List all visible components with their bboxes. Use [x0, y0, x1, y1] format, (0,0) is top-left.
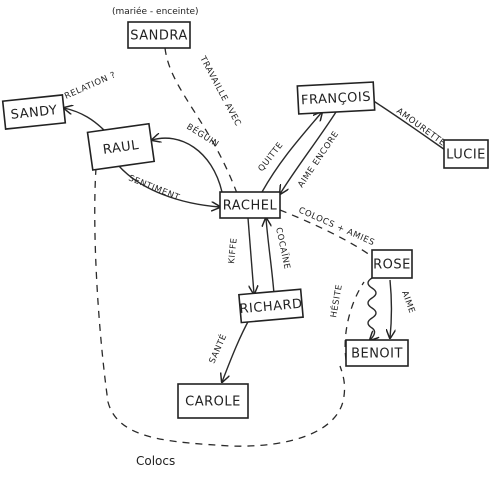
node-francois[interactable]: FRANÇOIS — [296, 81, 376, 115]
edge-rose-benoit-hesite — [367, 277, 376, 340]
edge-rachel-richard — [247, 217, 254, 294]
node-benoit[interactable]: BENOIT — [345, 339, 409, 367]
node-lucie[interactable]: LUCIE — [443, 139, 489, 169]
colocs-group-label: Colocs — [136, 454, 175, 468]
edge-francois-rachel — [280, 111, 337, 194]
node-benoit-label: BENOIT — [351, 347, 403, 362]
node-francois-label: FRANÇOIS — [301, 90, 372, 109]
node-sandy-label: SANDY — [10, 103, 58, 123]
edge-label-cocaine: COCAÏNE — [273, 226, 293, 270]
edge-label-colocs-amies: COLOCS + AMIES — [297, 206, 376, 249]
edge-label-hesite: HÉSITE — [327, 283, 345, 318]
edge-rachel-raul — [152, 138, 223, 193]
edge-rachel-francois — [261, 112, 322, 193]
node-carole[interactable]: CAROLE — [177, 383, 249, 419]
edge-label-quitte: QUITTE — [256, 140, 285, 173]
edge-richard-carole — [222, 317, 251, 382]
edge-raul-sandy — [64, 108, 107, 133]
edge-label-amourette: AMOURETTE — [394, 106, 447, 148]
node-carole-label: CAROLE — [185, 395, 241, 410]
node-richard-label: RICHARD — [239, 297, 303, 317]
node-sandra[interactable]: SANDRA — [127, 21, 191, 49]
edge-label-relation: RELATION ? — [63, 70, 118, 102]
node-raul-label: RAUL — [102, 138, 140, 158]
edge-label-sante: SANTÉ — [206, 332, 230, 365]
colocs-group-link-rose — [344, 281, 365, 361]
node-sandy[interactable]: SANDY — [1, 94, 67, 130]
colocs-group-loop — [94, 167, 346, 447]
node-lucie-label: LUCIE — [446, 148, 486, 163]
edge-sandra-rachel — [164, 47, 239, 197]
edge-rachel-rose — [279, 209, 375, 259]
edge-label-travaille-avec: TRAVAILLE AVEC — [197, 54, 243, 128]
node-richard[interactable]: RICHARD — [238, 288, 304, 324]
edge-benoit-rose — [390, 279, 392, 338]
edge-francois-lucie — [371, 99, 449, 153]
node-sandra-label: SANDRA — [130, 29, 188, 44]
edge-richard-rachel — [266, 218, 275, 295]
node-raul[interactable]: RAUL — [86, 122, 156, 171]
edge-raul-rachel — [117, 164, 220, 207]
node-rose-label: ROSE — [373, 258, 411, 273]
node-rose[interactable]: ROSE — [371, 249, 413, 279]
edge-label-sentiment: SENTIMENT — [127, 174, 181, 204]
sandra-note: (mariée - enceinte) — [112, 6, 199, 17]
edge-label-kiffe: KIFFE — [227, 237, 240, 264]
node-rachel[interactable]: RACHEL — [219, 191, 281, 219]
node-rachel-label: RACHEL — [223, 199, 278, 214]
edge-label-aime: AIME — [399, 290, 416, 315]
